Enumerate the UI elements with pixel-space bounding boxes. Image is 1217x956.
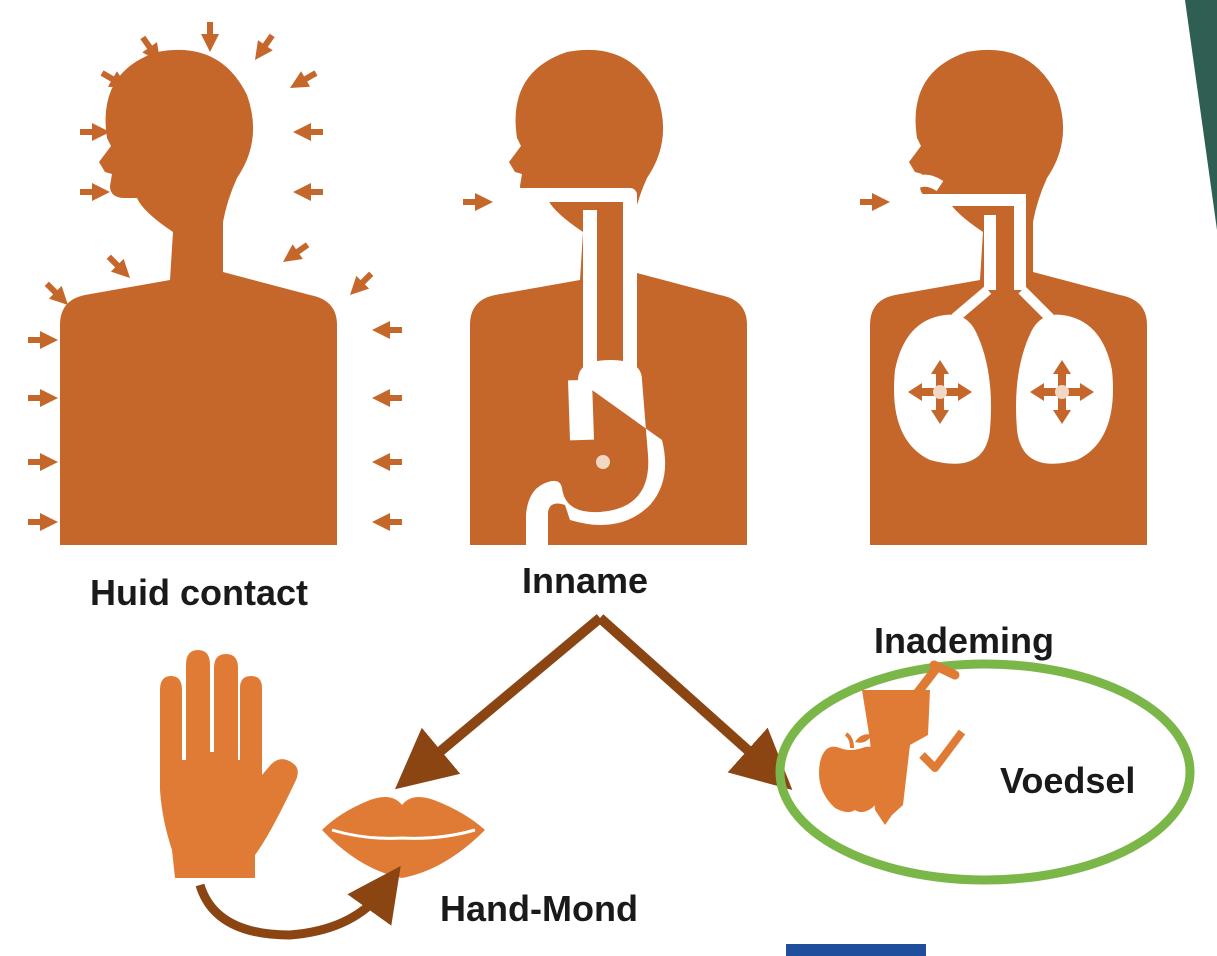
arrow-icon [860, 193, 890, 211]
inhalation-figure [860, 50, 1147, 545]
head-silhouette-icon [470, 50, 747, 545]
arrow-icon [248, 30, 280, 65]
arrow-icon [344, 267, 378, 301]
arrow-icon [372, 389, 402, 407]
hand-to-mouth-arrow [200, 885, 385, 935]
label-food: Voedsel [1000, 760, 1135, 802]
head-silhouette-icon [870, 50, 1147, 545]
arrow-icon [28, 513, 58, 531]
corner-decoration [1185, 0, 1217, 230]
logo-block [786, 944, 926, 956]
arrow-icon [28, 331, 58, 349]
label-ingestion: Inname [522, 560, 648, 602]
arrow-icon [463, 193, 493, 211]
arrow-icon [80, 123, 110, 141]
lips-icon [322, 797, 485, 878]
connector-to-food [600, 618, 770, 770]
label-skin-contact: Huid contact [90, 572, 308, 614]
arrow-icon [28, 389, 58, 407]
head-silhouette-icon [60, 50, 337, 545]
connector-to-hand-mouth [418, 618, 600, 770]
arrow-icon [28, 453, 58, 471]
arrow-icon [201, 22, 219, 52]
label-hand-mouth: Hand-Mond [440, 888, 638, 930]
arrow-icon [293, 123, 323, 141]
arrow-icon [293, 183, 323, 201]
hand-icon [160, 650, 298, 878]
arrow-icon [372, 453, 402, 471]
arrow-icon [80, 183, 110, 201]
skin-contact-figure [28, 22, 402, 545]
check-icon [922, 732, 962, 768]
arrow-icon [102, 250, 136, 284]
ingestion-figure [463, 50, 747, 545]
arrow-icon [286, 65, 321, 96]
arrow-icon [372, 321, 402, 339]
arrow-icon [278, 237, 313, 269]
label-inhalation: Inademing [874, 620, 1054, 662]
arrow-icon [372, 513, 402, 531]
